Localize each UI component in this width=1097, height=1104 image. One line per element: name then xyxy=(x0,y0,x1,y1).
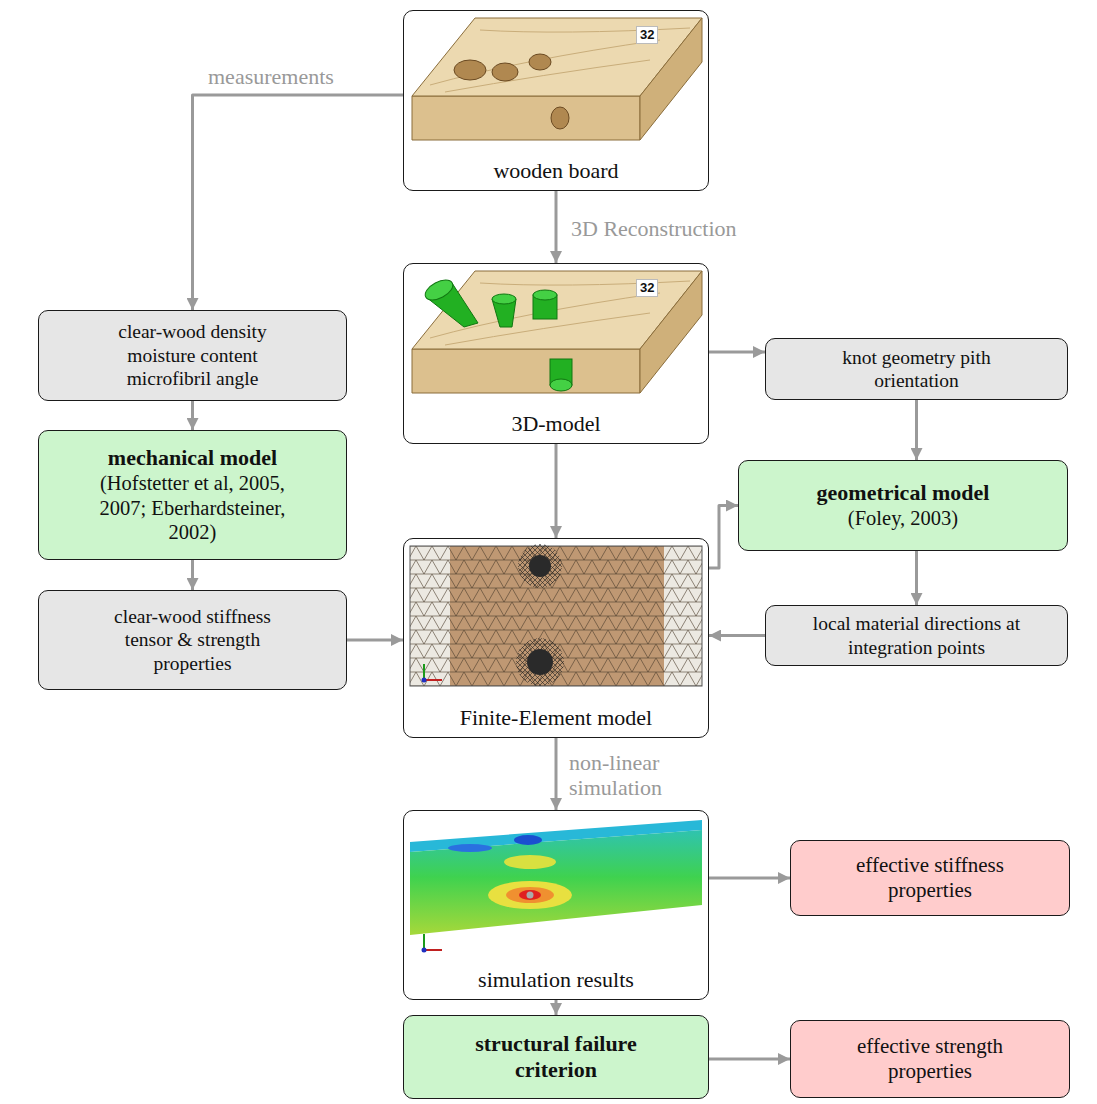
picture-box: Finite-Element model xyxy=(403,538,709,738)
flow-arrow xyxy=(555,191,558,263)
knot xyxy=(551,107,569,129)
flow-arrow xyxy=(709,634,765,637)
model-box: geometrical model(Foley, 2003) xyxy=(738,460,1068,551)
picture-box: wooden board xyxy=(403,10,709,191)
flow-arrow xyxy=(555,444,558,538)
board-front xyxy=(412,349,640,393)
flow-arrow xyxy=(709,351,765,354)
axis xyxy=(424,679,442,681)
knot-cone xyxy=(533,290,557,300)
node-text: simulation results xyxy=(478,967,634,993)
model-picture xyxy=(412,271,702,393)
node-text: Finite-Element model xyxy=(460,705,652,731)
node-text: 3D-model xyxy=(511,411,600,437)
node-text: effective strength properties xyxy=(830,1034,1030,1084)
result-box: effective strength properties xyxy=(790,1020,1070,1098)
result-box: effective stiffness properties xyxy=(790,840,1070,916)
input-box: clear-wood density moisture content micr… xyxy=(38,310,347,401)
input-box: clear-wood stiffness tensor & strength p… xyxy=(38,590,347,690)
flow-arrow xyxy=(915,551,918,605)
axis xyxy=(424,949,442,951)
flow-arrow xyxy=(191,401,194,430)
mesh-picture xyxy=(410,544,702,686)
board-number: 32 xyxy=(636,279,658,297)
result-contour xyxy=(504,855,556,869)
knot xyxy=(492,63,518,81)
axis xyxy=(422,948,427,953)
node-text: wooden board xyxy=(493,158,618,184)
result-contour xyxy=(448,844,492,852)
model-box: structural failure criterion xyxy=(403,1015,709,1099)
flow-arrow xyxy=(347,639,403,642)
flow-arrow xyxy=(709,1058,790,1061)
node-body-text: (Foley, 2003) xyxy=(848,506,958,531)
edge-label: non-linear simulation xyxy=(566,750,697,801)
mesh-knot xyxy=(529,555,551,577)
board-front xyxy=(412,96,640,140)
node-text: structural failure criterion xyxy=(451,1031,661,1084)
result-contour xyxy=(488,881,572,909)
knot-cone xyxy=(550,379,572,391)
node-text: local material directions at integration… xyxy=(807,612,1027,659)
board-picture xyxy=(412,18,702,140)
input-box: local material directions at integration… xyxy=(765,605,1068,666)
knot-cone xyxy=(422,276,456,304)
node-text: effective stiffness properties xyxy=(830,853,1030,903)
mesh-refinement xyxy=(518,544,562,588)
board-number: 32 xyxy=(636,26,658,44)
flow-arrow xyxy=(193,95,404,310)
flow-arrow xyxy=(915,400,918,460)
node-text: geometrical model xyxy=(817,480,990,506)
input-box: knot geometry pith orientation xyxy=(765,338,1068,400)
knot xyxy=(529,54,551,70)
axis xyxy=(422,678,427,683)
picture-box: 3D-model xyxy=(403,263,709,444)
knot-cone xyxy=(492,294,516,304)
edge-label: 3D Reconstruction xyxy=(568,216,740,241)
node-body-text: (Hofstetter et al, 2005, 2007; Eberhards… xyxy=(78,471,308,545)
flow-arrow xyxy=(709,506,738,569)
flow-arrow xyxy=(709,877,790,880)
knot xyxy=(454,60,486,80)
result-face xyxy=(410,830,702,935)
edge-label: measurements xyxy=(205,64,337,89)
result-contour xyxy=(527,892,534,899)
node-text: clear-wood density moisture content micr… xyxy=(104,320,282,390)
result-contour xyxy=(519,890,541,900)
result-picture xyxy=(410,820,702,953)
flow-arrow xyxy=(555,738,558,810)
mesh-knot xyxy=(527,649,553,675)
result-contour xyxy=(514,835,542,845)
flow-arrow xyxy=(555,1000,558,1015)
mesh-refinement xyxy=(516,638,564,686)
node-text: knot geometry pith orientation xyxy=(842,346,992,393)
model-box: mechanical model(Hofstetter et al, 2005,… xyxy=(38,430,347,560)
picture-box: simulation results xyxy=(403,810,709,1000)
result-contour xyxy=(506,887,554,903)
flow-arrow xyxy=(191,560,194,590)
node-text: clear-wood stiffness tensor & strength p… xyxy=(110,605,275,675)
node-text: mechanical model xyxy=(108,445,277,471)
